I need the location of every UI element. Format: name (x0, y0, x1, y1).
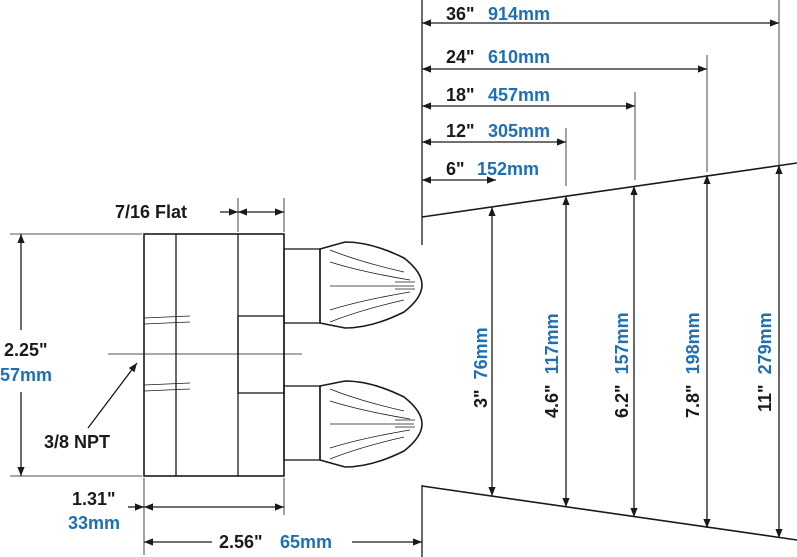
distance-dimensions: 36" 914mm 24" 610mm 18" 457mm 12" 305mm … (422, 4, 779, 184)
length-inch-label: 2.56" (219, 532, 263, 552)
width-3-inch: 3" (471, 389, 491, 408)
depth-inch-label: 1.31" (72, 489, 116, 509)
width-11-inch: 11" (755, 384, 775, 412)
npt-label: 3/8 NPT (44, 432, 110, 452)
width-11-label: 11" 279mm (755, 312, 775, 412)
width-dimensions (488, 165, 783, 538)
width-7-8-mm: 198mm (683, 312, 703, 374)
width-6-2-label: 6.2" 157mm (612, 312, 632, 418)
width-6-2-inch: 6.2" (612, 384, 632, 418)
distance-12-mm: 305mm (488, 121, 550, 141)
distance-36-inch: 36" (446, 4, 475, 24)
width-4-6-mm: 117mm (542, 313, 562, 374)
width-4-6-label: 4.6" 117mm (542, 313, 562, 418)
nozzle-tip-upper (283, 241, 423, 329)
height-dimension: 2.25" 57mm (0, 233, 142, 477)
flat-dimension: 7/16 Flat (115, 198, 285, 232)
width-7-8-inch: 7.8" (683, 384, 703, 418)
distance-18-mm: 457mm (488, 85, 550, 105)
distance-extension-lines (565, 0, 780, 186)
npt-callout: 3/8 NPT (44, 362, 138, 452)
width-4-6-inch: 4.6" (542, 384, 562, 418)
width-3-label: 3" 76mm (471, 327, 491, 408)
nozzle-body (108, 233, 302, 477)
spray-fan (421, 0, 797, 557)
width-11-mm: 279mm (755, 312, 775, 374)
distance-36-mm: 914mm (488, 4, 550, 24)
width-6-2-mm: 157mm (612, 312, 632, 374)
width-3-mm: 76mm (471, 327, 491, 379)
distance-24-inch: 24" (446, 47, 475, 67)
nozzle-tip-lower (283, 380, 423, 468)
depth-dimension: 1.31" 33mm (68, 478, 285, 555)
distance-12-inch: 12" (446, 121, 475, 141)
width-labels: 3" 76mm 4.6" 117mm 6.2" 157mm 7.8" 198mm… (471, 312, 775, 418)
distance-6-inch: 6" (446, 159, 465, 179)
length-mm-label: 65mm (280, 532, 332, 552)
distance-24-mm: 610mm (488, 47, 550, 67)
width-7-8-label: 7.8" 198mm (683, 312, 703, 418)
distance-18-inch: 18" (446, 85, 475, 105)
length-dimension: 2.56" 65mm (144, 532, 422, 552)
depth-mm-label: 33mm (68, 513, 120, 533)
height-inch-label: 2.25" (4, 340, 48, 360)
flat-label: 7/16 Flat (115, 202, 187, 222)
distance-6-mm: 152mm (477, 159, 539, 179)
height-mm-label: 57mm (0, 365, 52, 385)
